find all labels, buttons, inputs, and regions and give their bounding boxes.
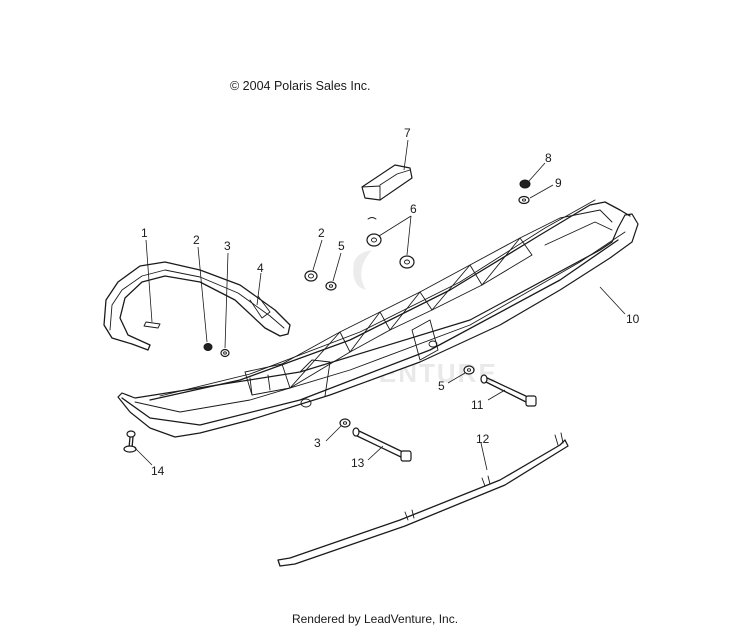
ski-body <box>117 199 639 438</box>
callout-3-left: 3 <box>224 239 231 253</box>
footer-credit: Rendered by LeadVenture, Inc. <box>291 612 459 626</box>
callout-11: 11 <box>471 398 484 412</box>
ski-handle <box>103 261 291 351</box>
stud-14 <box>123 430 137 453</box>
callout-6: 6 <box>410 202 417 216</box>
bolt-11 <box>480 374 537 407</box>
callout-7: 7 <box>404 126 411 140</box>
callout-9: 9 <box>555 176 562 190</box>
callout-10: 10 <box>626 312 640 326</box>
leader-lines <box>133 139 626 471</box>
copyright-notice: © 2004 Polaris Sales Inc. <box>230 79 371 93</box>
callout-8: 8 <box>545 151 552 165</box>
spacer-block-7 <box>361 164 413 201</box>
callout-labels: 1 2 3 4 2 5 7 6 8 9 10 5 11 3 13 12 14 <box>141 126 640 478</box>
callout-1: 1 <box>141 226 148 240</box>
callout-4: 4 <box>257 261 264 275</box>
callout-5-lower: 5 <box>438 379 445 393</box>
callout-5-upper: 5 <box>338 239 345 253</box>
hardware <box>203 179 531 428</box>
callout-13: 13 <box>351 456 365 470</box>
callout-3-lower: 3 <box>314 436 321 450</box>
wear-bar <box>277 432 569 567</box>
callout-2-left: 2 <box>193 233 200 247</box>
bolt-13 <box>352 427 412 462</box>
callout-2-right: 2 <box>318 226 325 240</box>
callout-12: 12 <box>476 432 490 446</box>
callout-14: 14 <box>151 464 165 478</box>
